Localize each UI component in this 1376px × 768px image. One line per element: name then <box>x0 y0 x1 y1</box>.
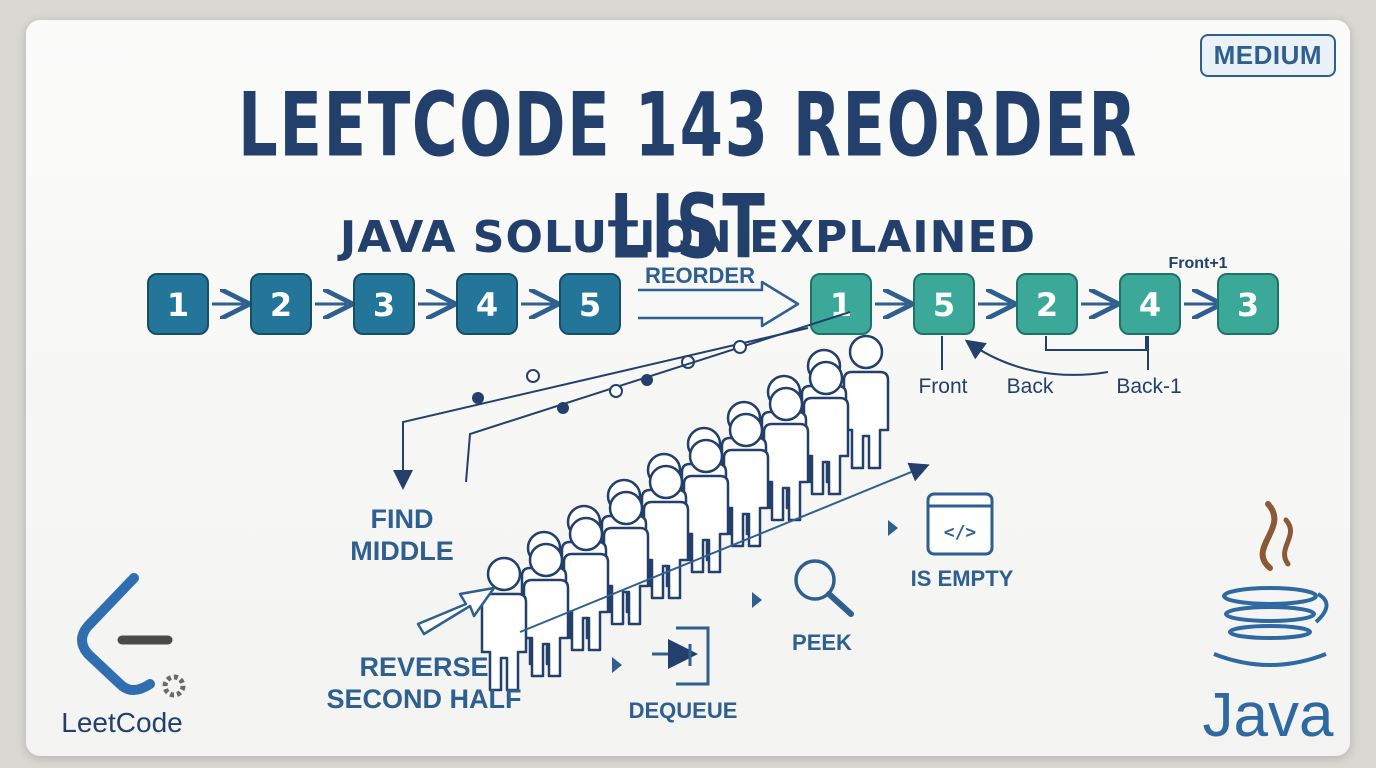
person-icon <box>762 386 810 522</box>
input-node: 2 <box>250 273 312 335</box>
magnifier-icon <box>794 559 854 617</box>
path-dot <box>526 369 540 383</box>
peek-step: PEEK <box>752 559 854 655</box>
input-node: 1 <box>147 273 209 335</box>
output-node: 5 <box>913 273 975 335</box>
output-node-value: 1 <box>830 286 852 324</box>
path-dot <box>609 384 623 398</box>
reorder-label: REORDER <box>645 263 755 288</box>
play-icon <box>752 592 762 608</box>
path-dot <box>733 340 747 354</box>
person-icon <box>722 412 770 548</box>
peek-label: PEEK <box>792 630 852 655</box>
reorder-arrow: REORDER <box>638 263 800 328</box>
input-node-value: 5 <box>579 286 601 324</box>
input-node-value: 1 <box>167 286 189 324</box>
play-icon <box>888 520 898 536</box>
input-node-value: 3 <box>373 286 395 324</box>
output-node: 1 <box>810 273 872 335</box>
leetcode-logo: LeetCode <box>61 573 186 738</box>
dequeue-label: DEQUEUE <box>629 698 738 723</box>
person-icon <box>682 438 730 574</box>
back-curve-arrow <box>964 339 1109 376</box>
person-icon <box>522 542 570 678</box>
find-middle-label: FIND MIDDLE <box>350 504 454 566</box>
back-minus-1-label: Back-1 <box>1116 375 1181 398</box>
leetcode-wordmark: LeetCode <box>61 707 182 738</box>
person-icon <box>842 334 890 470</box>
path-dot <box>641 374 653 386</box>
back-label: Back <box>1007 375 1054 398</box>
difficulty-badge: MEDIUM <box>1199 34 1336 77</box>
input-node: 4 <box>456 273 518 335</box>
path-dot <box>472 392 484 404</box>
output-node-value: 5 <box>933 286 955 324</box>
code-icon: </> <box>926 492 994 556</box>
output-node: 3 <box>1217 273 1279 335</box>
person-icon <box>802 360 850 496</box>
is-empty-step: </> IS EMPTY <box>888 492 1014 591</box>
pointer-annotations: Front+1 Front Back Back-1 <box>918 255 1227 398</box>
thumbnail-card: MEDIUM LEETCODE 143 REORDER LIST JAVA SO… <box>26 20 1350 756</box>
input-node-value: 2 <box>270 286 292 324</box>
java-logo: Java <box>1203 501 1334 750</box>
queue-direction-arrow <box>519 462 930 633</box>
page-title: LEETCODE 143 REORDER LIST <box>238 74 1138 279</box>
person-icon <box>602 490 650 626</box>
svg-text:FIND: FIND <box>371 504 434 534</box>
output-node-value: 3 <box>1237 286 1259 324</box>
page-subtitle: JAVA SOLUTION EXPLAINED <box>339 212 1037 263</box>
output-node: 4 <box>1119 273 1181 335</box>
is-empty-label: IS EMPTY <box>911 566 1014 591</box>
dequeue-icon <box>652 626 710 686</box>
people-queue <box>480 334 890 692</box>
output-node-value: 2 <box>1036 286 1058 324</box>
reverse-second-half-label: REVERSE SECOND HALF <box>327 652 522 714</box>
output-list: 1 5 2 4 3 <box>810 273 1279 335</box>
person-icon <box>642 464 690 600</box>
java-wordmark: Java <box>1203 681 1334 750</box>
output-node: 2 <box>1016 273 1078 335</box>
find-middle-path <box>393 327 809 490</box>
reverse-arrow-icon <box>416 586 496 636</box>
input-node: 5 <box>559 273 621 335</box>
pointer-paths <box>393 311 851 490</box>
input-node-value: 4 <box>476 286 498 324</box>
front-label: Front <box>918 375 967 398</box>
svg-text:MIDDLE: MIDDLE <box>350 536 454 566</box>
person-icon <box>480 556 528 692</box>
back-bracket <box>1045 336 1147 351</box>
input-node: 3 <box>353 273 415 335</box>
dequeue-step: DEQUEUE <box>612 626 738 723</box>
play-icon <box>612 657 622 673</box>
front-plus-1-label: Front+1 <box>1168 255 1227 272</box>
path-dot <box>557 402 569 414</box>
svg-text:</>: </> <box>944 522 977 543</box>
reverse-path <box>465 311 851 483</box>
person-icon <box>562 516 610 652</box>
output-node-value: 4 <box>1139 286 1161 324</box>
input-list: 1 2 3 4 5 <box>147 273 621 335</box>
svg-text:SECOND HALF: SECOND HALF <box>327 684 522 714</box>
gear-icon <box>162 674 186 698</box>
svg-text:REVERSE: REVERSE <box>359 652 488 682</box>
